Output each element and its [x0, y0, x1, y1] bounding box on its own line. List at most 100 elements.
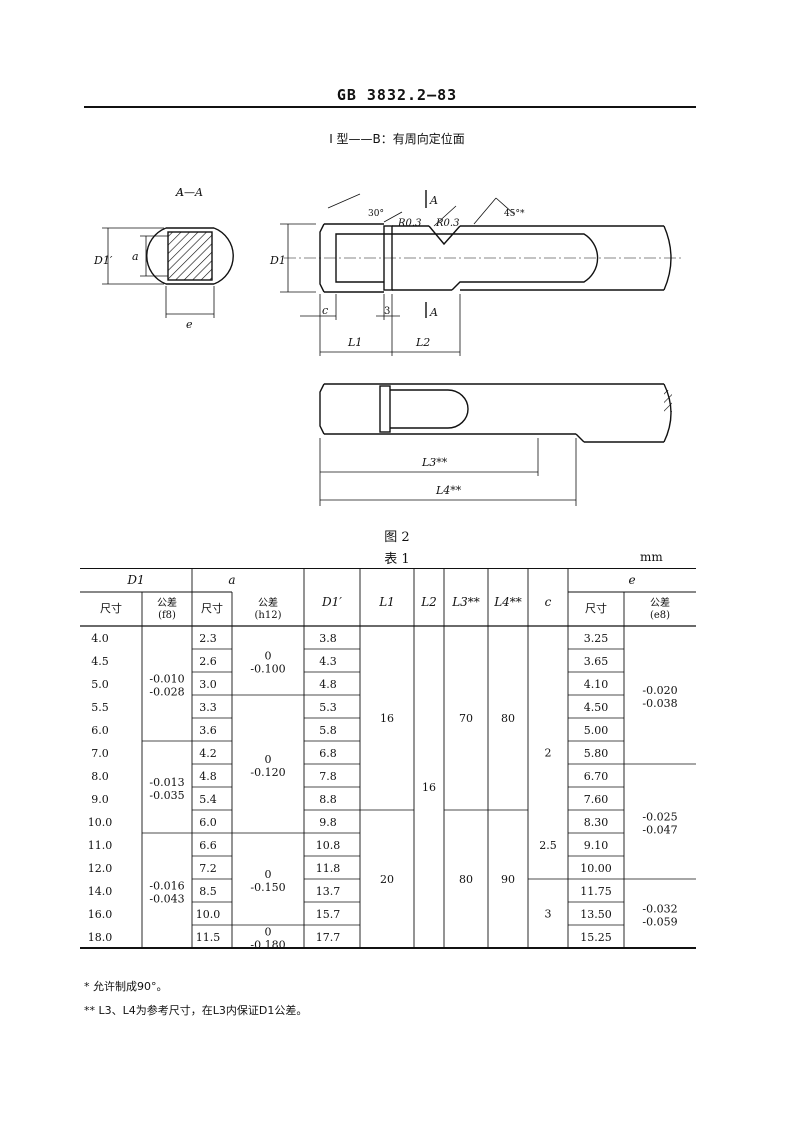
cell-a-tol-lower: -0.120: [250, 766, 285, 779]
cell-l3: 80: [459, 873, 473, 886]
cell-d1-prime: 4.8: [319, 678, 337, 691]
header-d1-size: 尺寸: [100, 601, 122, 615]
cell-a-tol-lower: -0.100: [250, 663, 285, 676]
header-e-tol-grade: (e8): [650, 610, 670, 621]
figure-subtitle: I 型——B：有周向定位面: [329, 132, 465, 146]
cell-d1-prime: 10.8: [316, 839, 341, 852]
cell-l1: 20: [380, 873, 394, 886]
cell-e-size: 4.10: [584, 678, 609, 691]
cell-c: 2: [545, 747, 552, 760]
cell-d1-size: 8.0: [91, 770, 109, 783]
l3-dim-label: L3**: [421, 456, 448, 469]
header-l2: L2: [420, 595, 437, 609]
cell-d1-prime: 17.7: [316, 931, 341, 944]
header-d1-tol: 公差: [157, 596, 177, 609]
cell-e-size: 11.75: [580, 885, 612, 898]
cell-d1-prime: 4.3: [319, 655, 337, 668]
cell-a-size: 3.3: [199, 701, 217, 714]
d1-dim-label: D1: [269, 254, 286, 267]
cell-e-size: 13.50: [580, 908, 612, 921]
c-dim-label: c: [322, 304, 328, 317]
cell-d1-tol-lower: -0.043: [149, 893, 184, 906]
cell-d1-size: 4.5: [91, 655, 109, 668]
header-d1-tol-grade: (f8): [158, 610, 176, 621]
three-dim-label: 3: [384, 306, 390, 317]
cell-e-size: 15.25: [580, 931, 612, 944]
angle-45-label: 45°*: [504, 209, 525, 219]
cell-e-size: 7.60: [584, 793, 609, 806]
cell-a-size: 2.3: [199, 632, 217, 645]
main-view: [280, 190, 684, 356]
cell-d1-size: 4.0: [91, 632, 109, 645]
cell-e-size: 5.00: [584, 724, 609, 737]
cell-d1-tol-lower: -0.035: [149, 789, 184, 802]
cell-d1-size: 10.0: [88, 816, 113, 829]
cut-label-top: A: [429, 194, 438, 207]
cell-d1-size: 9.0: [91, 793, 109, 806]
l2-dim-label: L2: [415, 336, 430, 349]
header-a-size: 尺寸: [201, 601, 223, 615]
cell-e-tol-upper: -0.020: [642, 684, 677, 697]
header-l3: L3**: [451, 595, 480, 609]
cell-l4: 80: [501, 712, 515, 725]
footnote-1: * 允许制成90°。: [84, 980, 168, 993]
header-d1-prime: D1′: [321, 595, 342, 609]
cell-d1-size: 16.0: [88, 908, 113, 921]
cell-a-tol-upper: 0: [265, 650, 272, 663]
cell-l3: 70: [459, 712, 473, 725]
cell-a-size: 11.5: [196, 931, 221, 944]
cell-a-size: 5.4: [199, 793, 217, 806]
cell-d1-tol-upper: -0.010: [149, 673, 184, 686]
cell-d1-prime: 11.8: [316, 862, 341, 875]
cell-d1-tol-upper: -0.016: [149, 880, 184, 893]
table-label: 表 1: [384, 552, 410, 567]
cell-d1-prime: 5.8: [319, 724, 337, 737]
cell-d1-size: 18.0: [88, 931, 113, 944]
a-dim-label: a: [132, 250, 139, 263]
figure-label: 图 2: [384, 530, 410, 545]
header-a-tol-grade: (h12): [255, 610, 282, 621]
bottom-view: [319, 383, 672, 506]
cell-a-tol-upper: 0: [265, 753, 272, 766]
unit-label: mm: [640, 550, 663, 564]
cell-d1-size: 11.0: [88, 839, 113, 852]
cell-e-size: 9.10: [584, 839, 609, 852]
cell-a-size: 4.8: [199, 770, 217, 783]
cell-a-size: 8.5: [199, 885, 217, 898]
cell-e-size: 8.30: [584, 816, 609, 829]
cell-a-tol-upper: 0: [265, 868, 272, 881]
cell-d1-size: 5.5: [91, 701, 109, 714]
header-a: a: [228, 573, 235, 587]
cell-a-size: 7.2: [199, 862, 217, 875]
radius-label-2: R0.3: [435, 218, 459, 229]
technical-drawing: A A—A D1′ a e D1 30° R0.3 R0.3 45°* A A …: [93, 186, 684, 506]
cell-e-tol-lower: -0.038: [642, 697, 677, 710]
cell-a-size: 3.6: [199, 724, 217, 737]
cell-d1-prime: 6.8: [319, 747, 337, 760]
cell-a-tol-lower: -0.150: [250, 881, 285, 894]
header-l1: L1: [378, 595, 395, 609]
header-e: e: [628, 573, 635, 587]
cell-l2: 16: [422, 781, 436, 794]
angle-30-label: 30°: [368, 209, 384, 219]
section-title: A—A: [175, 186, 203, 199]
header-a-tol: 公差: [258, 596, 278, 609]
cell-e-size: 3.25: [584, 632, 609, 645]
cell-l1: 16: [380, 712, 394, 725]
header-l4: L4**: [493, 595, 522, 609]
cell-a-size: 4.2: [199, 747, 217, 760]
cell-e-tol-lower: -0.047: [642, 824, 677, 837]
cell-d1-size: 5.0: [91, 678, 109, 691]
cell-d1-prime: 3.8: [319, 632, 337, 645]
cell-e-size: 5.80: [584, 747, 609, 760]
cell-c: 3: [545, 908, 552, 921]
cell-d1-size: 12.0: [88, 862, 113, 875]
cell-e-size: 10.00: [580, 862, 612, 875]
cell-d1-tol-lower: -0.028: [149, 686, 184, 699]
cell-d1-prime: 5.3: [319, 701, 337, 714]
cell-a-size: 2.6: [199, 655, 217, 668]
cell-d1-prime: 8.8: [319, 793, 337, 806]
cell-c-extra: 2.5: [539, 839, 557, 852]
d1-prime-label: D1′: [93, 254, 113, 267]
